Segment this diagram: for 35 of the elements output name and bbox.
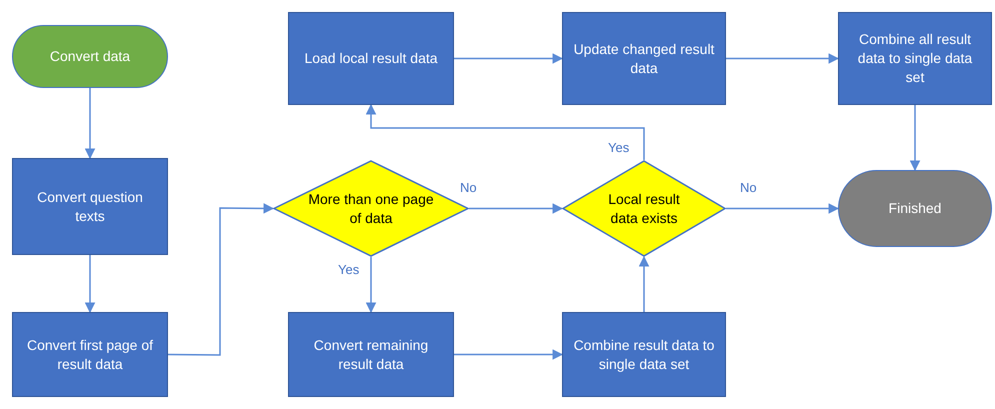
node-label: Combine result data to single data set [572,336,716,374]
process-box [12,312,168,397]
process-box [288,312,454,397]
process-box [838,12,992,105]
edge-label: No [738,180,759,195]
node-label: Convert remaining result data [312,336,430,374]
process-box [562,12,726,105]
arrow [84,255,96,314]
node-label: Convert data [50,47,130,66]
node-label: Convert question texts [36,188,144,226]
process-box [288,12,454,105]
arrow [84,88,96,160]
arrow [454,349,564,360]
edge-label: Yes [336,262,362,277]
arrow [638,256,650,312]
node-label: Convert first page of result data [26,336,154,374]
process-box [562,312,726,397]
decision-diamond [562,160,726,257]
arrow [168,203,274,356]
process-box [12,158,168,255]
arrow [366,257,376,314]
node-label: Local result data exists [607,190,681,228]
edge-label: No [458,180,479,195]
arrow [726,203,840,214]
arrow [469,203,564,214]
node-label: Finished [888,199,942,218]
arrow [726,53,840,64]
node-label: Load local result data [304,49,438,68]
arrow [366,104,645,160]
edge-label: Yes [606,140,632,155]
node-label: Combine all result data to single data set [856,30,974,87]
arrow [454,53,564,64]
node-label: More than one page of data [307,190,435,228]
node-label: Update changed result data [572,40,716,78]
arrow [910,105,920,172]
